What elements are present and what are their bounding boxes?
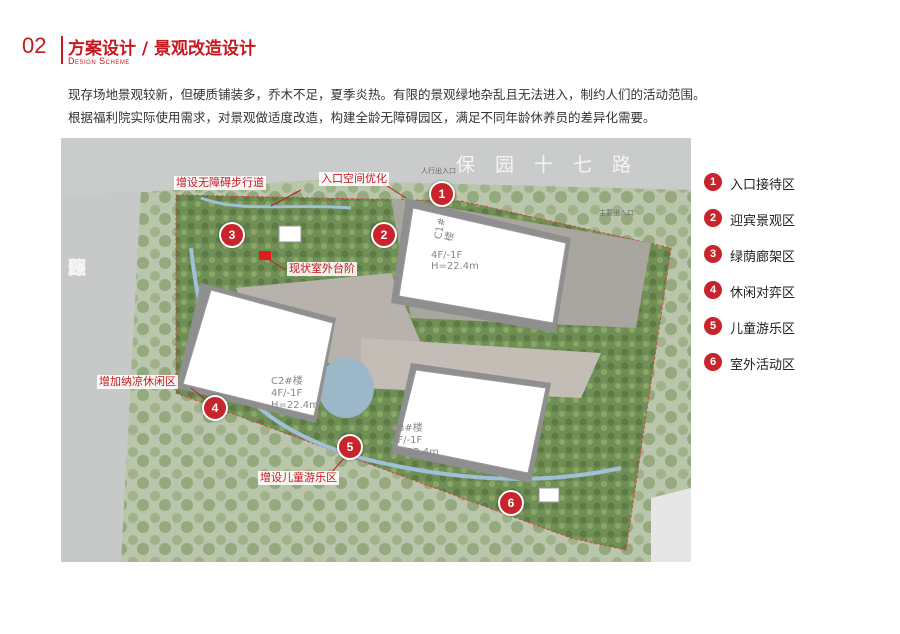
legend-number: 6 (704, 353, 722, 371)
road-name-top: 保园十七路 (456, 154, 652, 176)
legend-number: 2 (704, 209, 722, 227)
marker-1[interactable]: 1 (429, 181, 455, 207)
legend-label: 休闲对弈区 (730, 286, 796, 301)
annotation-barrier-free-path: 增设无障碍步行道 (174, 176, 266, 190)
legend-label: 入口接待区 (730, 178, 796, 193)
c3-height: H=22.4m (391, 447, 439, 458)
annotation-kids-play: 增设儿童游乐区 (258, 471, 339, 485)
road-char: 环 (67, 257, 87, 279)
section-number: 02 (22, 33, 47, 58)
road-char: 路 (67, 257, 87, 279)
road-char: 保 (67, 257, 87, 279)
legend-label: 迎宾景观区 (730, 214, 796, 229)
c3-building (396, 369, 547, 474)
legend-label: 绿荫廊架区 (730, 250, 796, 265)
c1-building (398, 207, 567, 324)
play-pond (318, 358, 374, 418)
neighbor-building (651, 488, 691, 562)
annotation-shade-rest: 增加纳凉休闲区 (97, 375, 178, 389)
c2-floors: 4F/-1F (271, 388, 303, 399)
marker-3[interactable]: 3 (219, 222, 245, 248)
legend-number: 3 (704, 245, 722, 263)
legend-number: 5 (704, 317, 722, 335)
c2-name: C2#楼 (271, 376, 303, 387)
c1-name: C1#楼 (433, 216, 457, 243)
header-divider (61, 36, 63, 64)
road-char: 五 (67, 257, 87, 279)
marker-2[interactable]: 2 (371, 222, 397, 248)
marker-6[interactable]: 6 (498, 490, 524, 516)
legend-label: 儿童游乐区 (730, 322, 796, 337)
annotation-entrance-space: 入口空间优化 (319, 172, 389, 186)
site-plan: 保园十七路 环 保 园 五 路 人行出入口 主要出入口 C1#楼 4F/-1F … (61, 138, 691, 562)
main-entrance-label: 主要出入口 (599, 209, 634, 217)
legend-label: 室外活动区 (730, 358, 796, 373)
existing-steps-highlight (259, 251, 271, 260)
page-title: 方案设计 / 景观改造设计 (68, 39, 257, 59)
marker-4[interactable]: 4 (202, 395, 228, 421)
intro-paragraph-1: 现存场地景观较新，但硬质铺装多，乔木不足，夏季炎热。有限的景观绿地杂乱且无法进入… (68, 87, 706, 102)
pedestrian-entrance-label: 人行出入口 (421, 167, 456, 175)
site-plan-drawing (61, 138, 691, 562)
road-char: 园 (67, 257, 87, 279)
c1-floors: 4F/-1F (431, 250, 463, 261)
c1-height: H=22.4m (431, 261, 479, 272)
c3-floors: 4F/-1F (391, 435, 423, 446)
page-subtitle: Design Scheme (68, 56, 130, 66)
c2-building (182, 289, 334, 417)
c2-height: H=22.4m (271, 400, 319, 411)
annotation-existing-steps: 现状室外台阶 (287, 262, 357, 276)
intro-paragraph-2: 根据福利院实际使用需求，对景观做适度改造，构建全龄无障碍园区，满足不同年龄休养员… (68, 110, 656, 125)
marker-5[interactable]: 5 (337, 434, 363, 460)
legend-number: 4 (704, 281, 722, 299)
legend-number: 1 (704, 173, 722, 191)
c3-name: C3#楼 (391, 423, 423, 434)
